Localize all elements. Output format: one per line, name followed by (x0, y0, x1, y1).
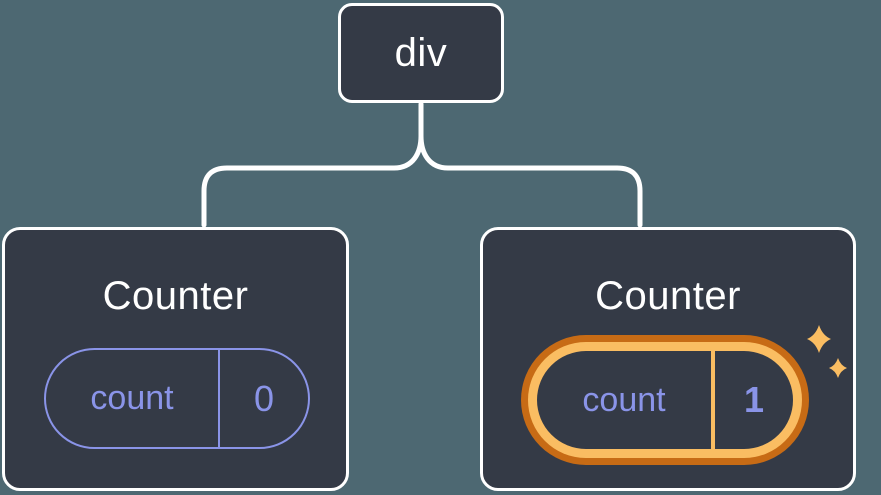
state-value: 0 (218, 350, 308, 447)
state-key-label: count (90, 379, 174, 417)
root-node-label: div (394, 30, 448, 75)
connector-branch-left (201, 133, 424, 228)
component-title: Counter (595, 274, 741, 318)
state-pill: count 0 (44, 348, 310, 449)
state-pill-highlighted: count 1 (521, 335, 809, 465)
root-node-div: div (338, 3, 504, 103)
counter-card-left: Counter count 0 (2, 227, 349, 491)
state-pill-highlight-ring: count 1 (528, 342, 802, 458)
state-pill-inner: count 1 (537, 351, 793, 449)
state-key-label: count (582, 380, 666, 419)
connector-branch-right (418, 133, 643, 228)
component-title: Counter (102, 274, 249, 318)
state-value: 1 (711, 351, 793, 449)
sparkles-icon (807, 325, 847, 378)
counter-card-right: Counter count 1 (480, 227, 856, 491)
